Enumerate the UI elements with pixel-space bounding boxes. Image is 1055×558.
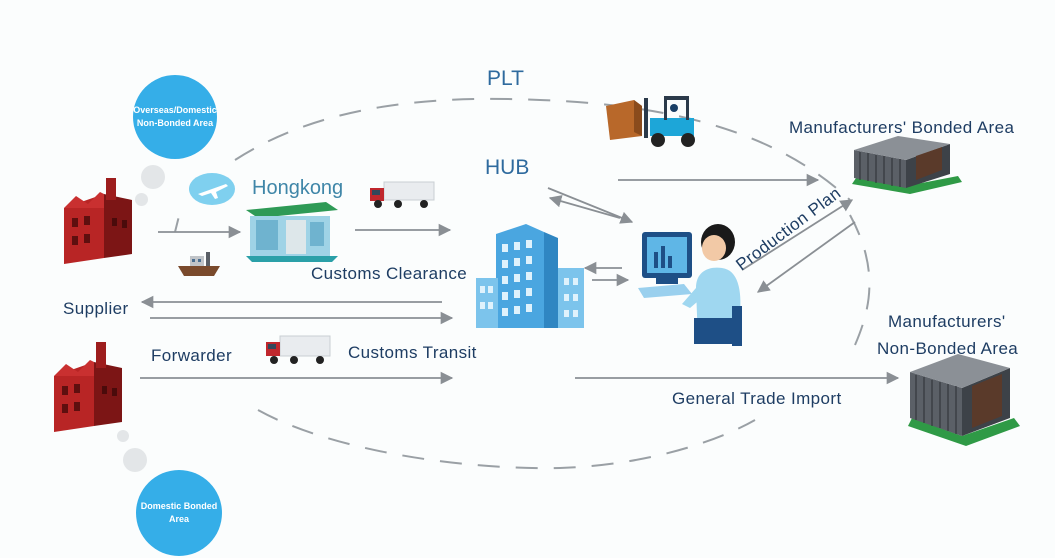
airplane-icon [189, 173, 235, 205]
arrow-operator-to-hub-a [548, 195, 621, 219]
factory-icon [64, 178, 132, 264]
customs-transit-label: Customs Transit [348, 343, 477, 362]
supplier-label: Supplier [63, 299, 129, 318]
warehouse-icon [908, 354, 1020, 446]
bubble-text-line2: Area [168, 514, 189, 524]
operator-computer-icon [638, 224, 742, 346]
factory-icon [54, 342, 122, 432]
thought-dot [135, 193, 148, 206]
warehouse-icon [852, 136, 962, 194]
hub-label: HUB [485, 156, 530, 179]
arrow-hub-to-operator-a [547, 187, 634, 224]
forklift-icon [606, 96, 695, 147]
customs-clearance-label: Customs Clearance [311, 264, 468, 283]
manufacturers-non-bonded-label-line2: Non-Bonded Area [877, 339, 1019, 358]
overseas-non-bonded-bubble: Overseas/Domestic Non-Bonded Area [133, 75, 217, 159]
arrow-bonded-to-plan [756, 221, 856, 293]
domestic-bonded-bubble: Domestic Bonded Area [136, 470, 222, 556]
forwarder-label: Forwarder [151, 346, 233, 365]
hongkong-label: Hongkong [252, 177, 344, 199]
dashed-loop-bottom [257, 409, 756, 470]
ship-icon [178, 252, 220, 276]
truck-icon [370, 181, 435, 208]
dashed-loop-left [174, 211, 181, 233]
office-building-icon [476, 224, 584, 328]
dashed-loop-right [849, 214, 871, 346]
arrow-plan-to-bonded [741, 199, 854, 271]
dashed-loop-top [234, 97, 851, 201]
manufacturers-non-bonded-label-line1: Manufacturers' [888, 312, 1006, 331]
manufacturers-bonded-area-label: Manufacturers' Bonded Area [789, 118, 1015, 137]
bubble-text-line2: Non-Bonded Area [136, 118, 214, 128]
customs-office-icon [246, 202, 338, 262]
truck-icon [266, 335, 331, 364]
bubble-text-line1: Overseas/Domestic [133, 104, 217, 115]
thought-dot [123, 448, 147, 472]
thought-dot [117, 430, 129, 442]
thought-dot [141, 165, 165, 189]
bubble-text-line1: Domestic Bonded [140, 500, 218, 511]
general-trade-import-label: General Trade Import [672, 389, 842, 408]
plt-label: PLT [487, 67, 524, 90]
